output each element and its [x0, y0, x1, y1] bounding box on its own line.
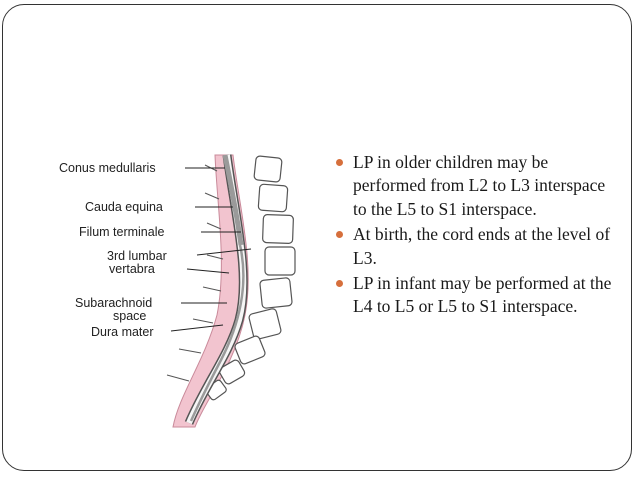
label-vertabra: vertabra [109, 262, 155, 276]
label-space: space [113, 309, 146, 323]
leader-lines [170, 167, 252, 332]
spine-illustration: Conus medullaris Cauda equina Filum term… [59, 154, 296, 428]
label-filum-terminale: Filum terminale [79, 225, 164, 239]
bullet-dot-icon [336, 159, 343, 166]
cauda-equina-fibers [189, 244, 245, 422]
spinal-cord [222, 154, 244, 246]
bullet-text: At birth, the cord ends at the level of … [353, 224, 611, 268]
pink-tissue [172, 154, 249, 428]
bullet-item: LP in infant may be performed at the L4 … [333, 272, 613, 319]
label-subarachnoid: Subarachnoid [75, 296, 152, 310]
bullet-text: LP in infant may be performed at the L4 … [353, 273, 612, 317]
bullet-list: LP in older children may be performed fr… [333, 151, 613, 321]
bullet-text: LP in older children may be performed fr… [353, 152, 606, 219]
spinous-processes [166, 164, 224, 382]
label-cauda-equina: Cauda equina [85, 200, 163, 214]
bullet-dot-icon [336, 280, 343, 288]
label-dura-mater: Dura mater [91, 325, 154, 339]
label-3rd-lumbar: 3rd lumbar [107, 249, 167, 263]
label-conus-medullaris: Conus medullaris [59, 161, 156, 175]
spine-diagram: Conus medullaris Cauda equina Filum term… [55, 145, 323, 430]
slide-frame: Conus medullaris Cauda equina Filum term… [2, 4, 632, 471]
vertebral-bodies [205, 155, 296, 401]
bullet-item: LP in older children may be performed fr… [333, 151, 613, 221]
bullet-item: At birth, the cord ends at the level of … [333, 223, 613, 270]
bullet-dot-icon [336, 231, 343, 239]
